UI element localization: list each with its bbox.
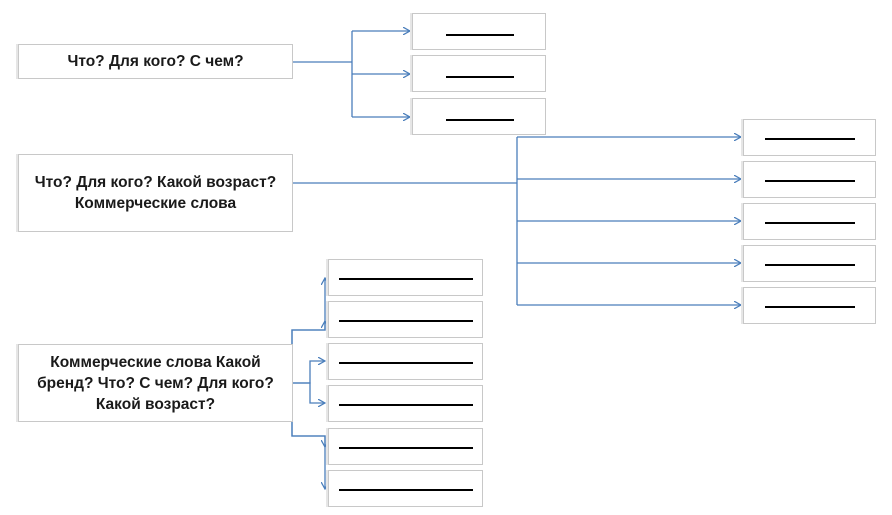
answer-blank-box (328, 301, 483, 338)
source-box-3-label: Коммерческие слова Какой бренд? Что? С ч… (37, 353, 274, 413)
blank-line (765, 138, 855, 140)
blank-line (446, 34, 514, 36)
source-box-3: Коммерческие слова Какой бренд? Что? С ч… (18, 344, 293, 422)
blank-line (339, 447, 473, 449)
blank-line (339, 404, 473, 406)
answer-blank-box (328, 343, 483, 380)
answer-blank-box (412, 13, 546, 50)
answer-blank-box (412, 98, 546, 135)
answer-blank-box (743, 161, 876, 198)
source-box-2-label: Что? Для кого? Какой возраст? Коммерческ… (34, 174, 277, 212)
source-box-2: Что? Для кого? Какой возраст? Коммерческ… (18, 154, 293, 232)
blank-line (339, 320, 473, 322)
answer-blank-box (743, 287, 876, 324)
answer-blank-box (743, 119, 876, 156)
blank-line (339, 278, 473, 280)
blank-line (339, 362, 473, 364)
blank-line (765, 306, 855, 308)
blank-line (765, 264, 855, 266)
source-box-1: Что? Для кого? С чем? (18, 44, 293, 79)
connector-q3-c (292, 361, 325, 384)
blank-line (339, 489, 473, 491)
answer-blank-box (743, 245, 876, 282)
answer-blank-box (328, 470, 483, 507)
answer-blank-box (328, 428, 483, 465)
answer-blank-box (328, 385, 483, 422)
answer-blank-box (743, 203, 876, 240)
connector-q3-b (291, 321, 325, 383)
connector-q3-e (291, 383, 325, 447)
blank-line (765, 222, 855, 224)
connector-q3-d (292, 382, 325, 403)
blank-line (765, 180, 855, 182)
connector-q3-f (291, 403, 325, 489)
answer-blank-box (328, 259, 483, 296)
blank-line (446, 76, 514, 78)
answer-blank-box (412, 55, 546, 92)
connector-q3-a (291, 278, 325, 363)
source-box-1-label: Что? Для кого? С чем? (67, 53, 244, 70)
blank-line (446, 119, 514, 121)
